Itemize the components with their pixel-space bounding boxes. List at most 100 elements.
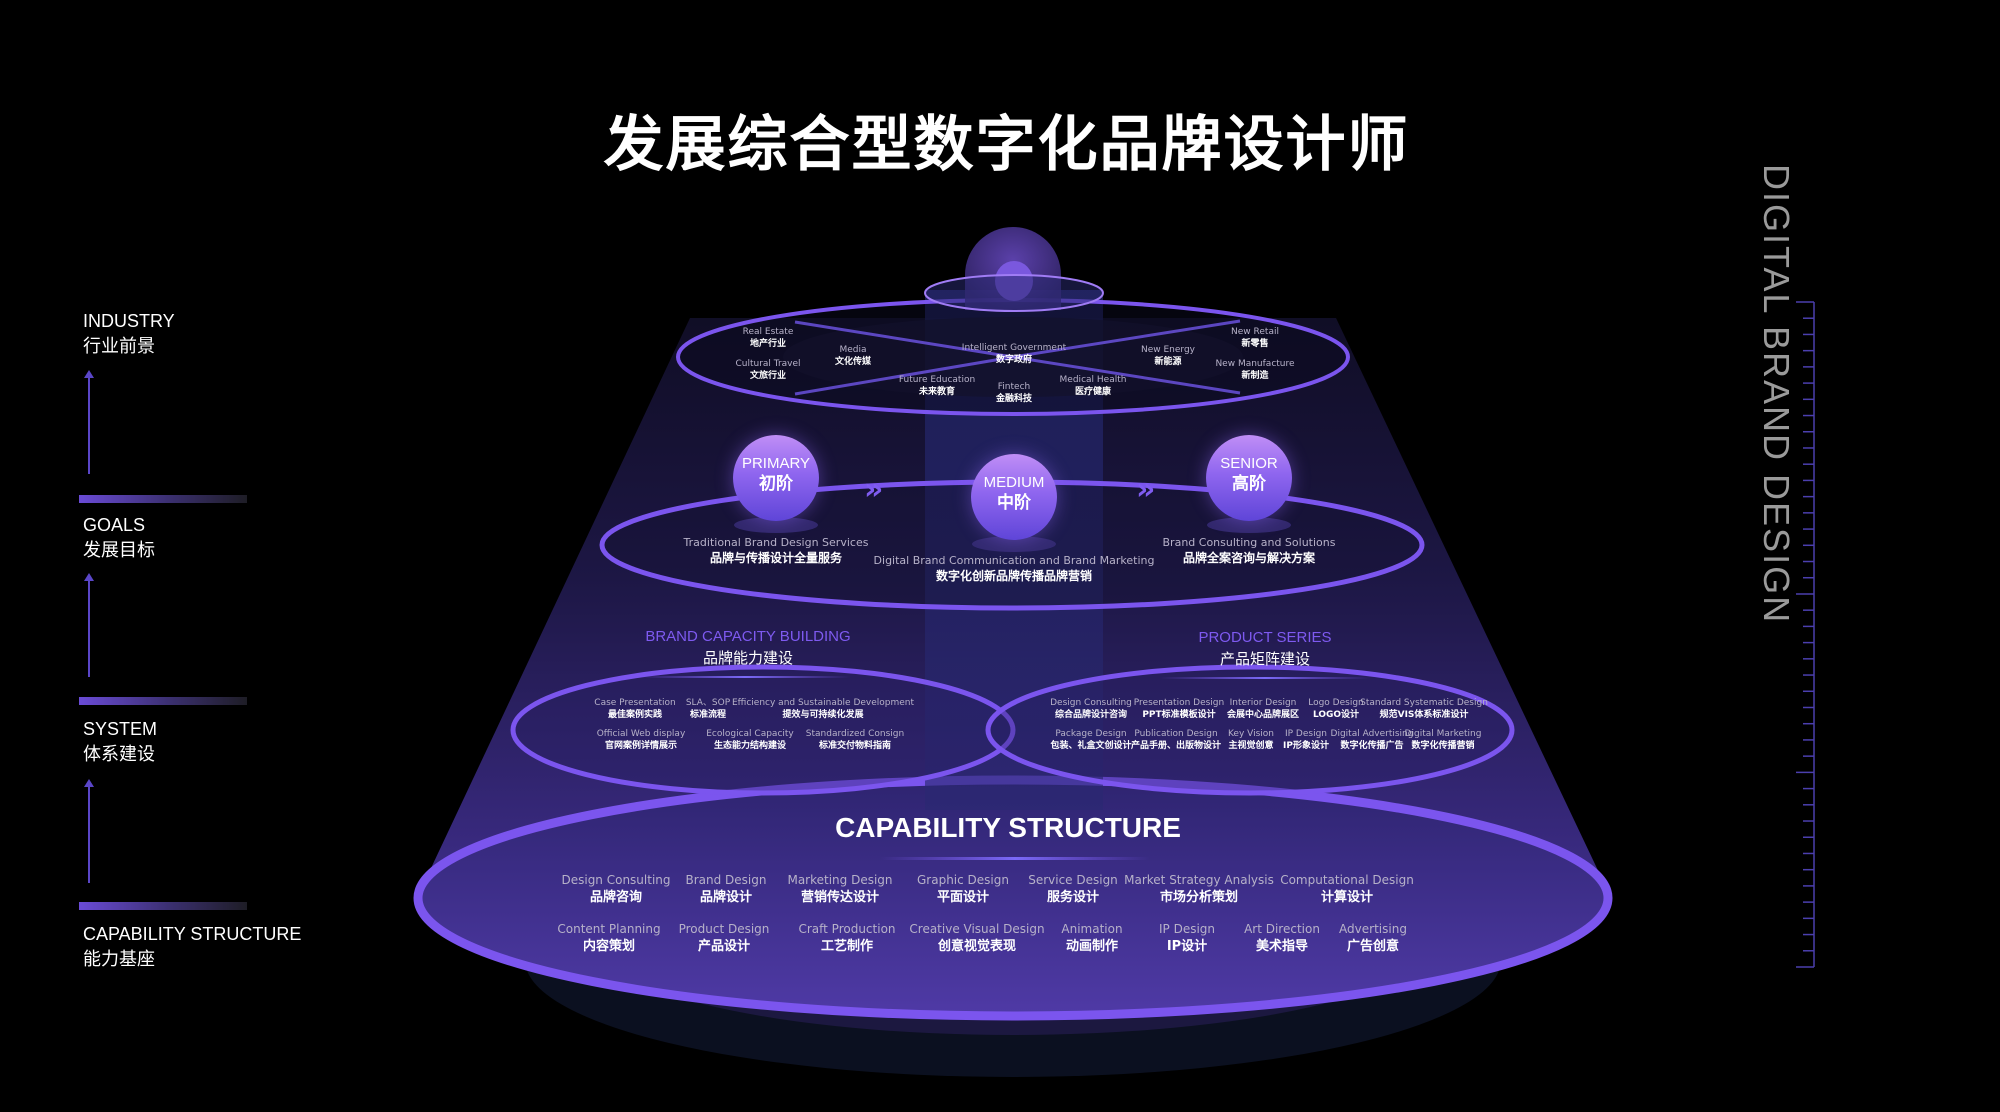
level-sphere-medium: MEDIUM 中阶 xyxy=(971,454,1057,540)
item-en: Case Presentation xyxy=(594,698,676,708)
desc-zh: 品牌与传播设计全量服务 xyxy=(709,551,843,565)
item-zh: 文化传媒 xyxy=(834,357,872,367)
level-en: PRIMARY xyxy=(741,455,811,472)
section-title-en: BRAND CAPACITY BUILDING xyxy=(645,628,851,645)
item-en: Logo Design xyxy=(1308,698,1364,708)
item-en: Publication Design xyxy=(1134,729,1218,739)
item-en: Standard Systematic Design xyxy=(1360,698,1488,708)
item-zh: PPT标准模板设计 xyxy=(1142,710,1216,720)
brand-capacity-item: Ecological Capacity 生态能力结构建设 xyxy=(706,728,794,753)
item-zh: 美术指导 xyxy=(1255,939,1308,954)
item-zh: IP形象设计 xyxy=(1283,741,1329,751)
level-description: Digital Brand Communication and Brand Ma… xyxy=(874,553,1155,584)
sidebar-label-zh: 能力基座 xyxy=(83,949,155,969)
item-en: Package Design xyxy=(1055,729,1127,739)
arrow-up-icon xyxy=(84,573,94,677)
desc-en: Brand Consulting and Solutions xyxy=(1162,536,1336,549)
item-zh: 广告创意 xyxy=(1346,939,1400,954)
item-en: Service Design xyxy=(1028,873,1118,887)
system-ellipse-right xyxy=(985,664,1515,796)
item-zh: 规范VIS体系标准设计 xyxy=(1379,710,1469,720)
item-en: IP Design xyxy=(1284,729,1328,739)
brand-capacity-underline xyxy=(640,676,850,678)
item-en: Craft Production xyxy=(798,922,896,936)
item-zh: 标准交付物料指南 xyxy=(818,741,892,751)
product-series-title: PRODUCT SERIES 产品矩阵建设 xyxy=(1198,628,1331,670)
item-zh: 官网案例详情展示 xyxy=(604,741,677,751)
item-zh: 数字化传播广告 xyxy=(1340,741,1404,751)
item-en: Ecological Capacity xyxy=(706,729,794,739)
sidebar-label-zh: 发展目标 xyxy=(83,540,155,560)
item-en: New Energy xyxy=(1141,345,1195,355)
section-title-zh: 品牌能力建设 xyxy=(702,649,794,667)
level-en: SENIOR xyxy=(1220,455,1278,472)
item-zh: 新能源 xyxy=(1154,357,1182,367)
item-zh: 服务设计 xyxy=(1046,890,1100,905)
item-en: Content Planning xyxy=(557,922,661,936)
chevron-right-icon: » xyxy=(864,472,884,507)
level-en: MEDIUM xyxy=(983,474,1045,491)
item-en: Brand Design xyxy=(685,873,767,887)
item-en: Graphic Design xyxy=(917,873,1009,887)
item-zh: 产品手册、出版物设计 xyxy=(1130,741,1222,751)
product-series-item: Publication Design 产品手册、出版物设计 xyxy=(1131,728,1221,753)
item-en: Key Vision xyxy=(1227,729,1275,739)
item-zh: 创意视觉表现 xyxy=(937,939,1017,954)
arrow-up-icon xyxy=(84,370,94,474)
desc-en: Digital Brand Communication and Brand Ma… xyxy=(873,554,1155,567)
industry-divider-bl xyxy=(794,355,1014,396)
sphere-shadow-medium xyxy=(972,536,1056,552)
page-title: 发展综合型数字化品牌设计师 xyxy=(603,110,1410,180)
item-zh: 品牌设计 xyxy=(699,890,752,905)
item-zh: 数字化传播营销 xyxy=(1411,741,1475,751)
sidebar-item-industry: INDUSTRY 行业前景 xyxy=(83,309,175,359)
sidebar-label-zh: 体系建设 xyxy=(83,744,155,764)
item-en: Product Design xyxy=(678,922,770,936)
section-title-en: PRODUCT SERIES xyxy=(1198,629,1332,646)
item-zh: 生态能力结构建设 xyxy=(713,741,786,751)
sidebar-label-en: SYSTEM xyxy=(83,719,158,739)
item-zh: IP设计 xyxy=(1166,939,1208,954)
item-en: Efficiency and Sustainable Development xyxy=(731,698,915,708)
desc-zh: 数字化创新品牌传播品牌营销 xyxy=(935,569,1092,583)
sphere-shadow-senior xyxy=(1207,517,1291,533)
item-zh: 品牌咨询 xyxy=(589,890,642,905)
sidebar-label-en: CAPABILITY STRUCTURE xyxy=(83,924,302,944)
sidebar-label-zh: 行业前景 xyxy=(83,336,155,356)
item-en: Media xyxy=(839,345,867,355)
item-zh: 动画制作 xyxy=(1065,939,1118,954)
level-sphere-primary: PRIMARY 初阶 xyxy=(733,435,819,521)
item-zh: LOGO设计 xyxy=(1312,710,1360,720)
sidebar-item-capability: CAPABILITY STRUCTURE 能力基座 xyxy=(83,922,301,972)
item-en: Medical Health xyxy=(1059,375,1127,385)
level-zh: 高阶 xyxy=(1232,474,1266,494)
item-zh: 金融科技 xyxy=(995,394,1033,404)
item-zh: 新制造 xyxy=(1241,371,1269,381)
product-series-item: Standard Systematic Design 规范VIS体系标准设计 xyxy=(1360,697,1488,722)
level-zh: 初阶 xyxy=(759,474,793,494)
item-en: Future Education xyxy=(898,375,976,385)
